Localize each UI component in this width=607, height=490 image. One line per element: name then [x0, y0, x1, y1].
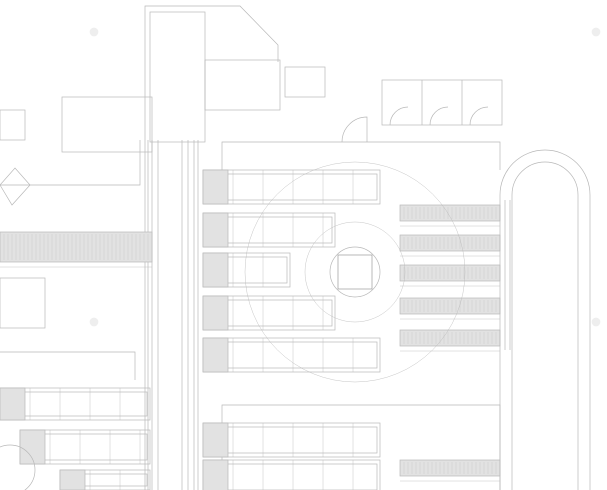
robot-reach-outer: [244, 161, 466, 383]
right-conveyor-5: [202, 337, 381, 373]
left-machine: [0, 277, 46, 329]
right-conveyor-1-inner: [205, 173, 378, 201]
right-conveyor-7-inner: [205, 463, 378, 490]
right-conveyor-7-drive: [202, 459, 229, 490]
grid-marker: [591, 317, 601, 327]
accumulation-lane-6: [399, 459, 501, 477]
right-conveyor-1: [202, 169, 381, 205]
door-swing: [389, 106, 409, 126]
cross-transfer: [61, 96, 153, 153]
right-conveyor-6-inner: [205, 426, 378, 454]
door-swing: [469, 106, 489, 126]
right-conveyor-6-drive: [202, 422, 229, 458]
right-conveyor-4-drive: [202, 295, 229, 331]
right-conveyor-5-inner: [205, 341, 378, 369]
door-swing: [429, 106, 449, 126]
rack-block: [381, 79, 503, 126]
outline: [0, 140, 141, 186]
grid-marker: [591, 27, 601, 37]
angled-unit: [0, 167, 31, 206]
grid-marker: [89, 27, 99, 37]
accumulation-lane-3: [399, 264, 501, 282]
right-conveyor-5-drive: [202, 337, 229, 373]
outline: [0, 351, 136, 380]
room-outline: [221, 404, 501, 490]
robot-reach: [304, 221, 406, 323]
robot-gripper: [337, 254, 373, 290]
loop-conveyor-inner: [511, 161, 579, 490]
door-swing: [341, 116, 368, 143]
right-conveyor-1-drive: [202, 169, 229, 205]
accumulation-lane-2: [399, 234, 501, 252]
drive-unit: [284, 66, 326, 98]
lower-left-conveyor-1: [0, 387, 151, 421]
lower-left-conveyor-1-drive: [0, 387, 26, 421]
transfer-unit: [204, 59, 281, 111]
robot-base: [329, 246, 381, 298]
accumulation-lane-1: [399, 204, 501, 222]
right-conveyor-2-drive: [202, 212, 229, 248]
right-conveyor-7: [202, 459, 381, 490]
vertical-lift: [149, 11, 206, 143]
loop-conveyor-outer: [499, 149, 591, 490]
right-conveyor-6: [202, 422, 381, 458]
building-outline: [144, 5, 279, 490]
accumulation-lane-5: [399, 329, 501, 347]
turn-radius: [0, 444, 36, 490]
accumulation-lane-4: [399, 297, 501, 315]
grid-marker: [89, 317, 99, 327]
left-unit: [0, 109, 26, 141]
right-conveyor-3-drive: [202, 252, 229, 288]
room-outline: [221, 141, 501, 170]
lower-left-conveyor-3-drive: [59, 469, 86, 490]
